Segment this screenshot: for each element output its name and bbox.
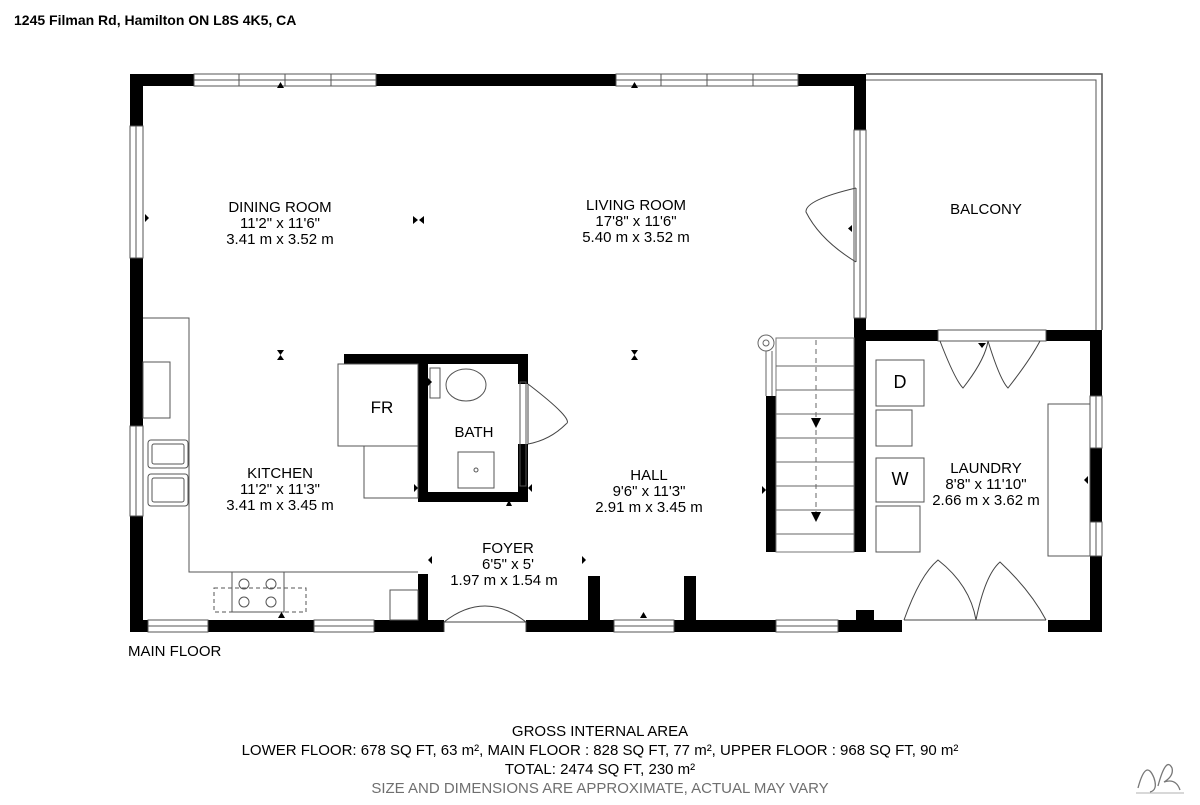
photographer-logo [1136, 763, 1184, 794]
foyer-metric: 1.97 m x 1.54 m [450, 572, 558, 589]
laundry-name: LAUNDRY [950, 460, 1021, 477]
doors [443, 187, 1047, 632]
area-heading: GROSS INTERNAL AREA [511, 723, 689, 740]
laundry-metric: 2.66 m x 3.62 m [932, 492, 1040, 509]
exterior-walls [130, 74, 1102, 632]
living-room-name: LIVING ROOM [586, 197, 686, 214]
dining-room-imperial: 11'2" x 11'6" [240, 215, 320, 232]
kitchen-fixtures [142, 317, 1091, 621]
bath-label: BATH [455, 424, 494, 441]
living-room-metric: 5.40 m x 3.52 m [582, 229, 690, 246]
dryer-label: D [894, 372, 907, 392]
balcony-name: BALCONY [950, 201, 1022, 218]
washer-label: W [892, 469, 909, 489]
property-address: 1245 Filman Rd, Hamilton ON L8S 4K5, CA [14, 12, 297, 28]
hall-name: HALL [630, 467, 668, 484]
kitchen-imperial: 11'2" x 11'3" [240, 481, 320, 498]
kitchen-name: KITCHEN [247, 465, 313, 482]
area-total: TOTAL: 2474 SQ FT, 230 m² [504, 761, 696, 778]
dining-room-metric: 3.41 m x 3.52 m [226, 231, 334, 248]
foyer-imperial: 6'5" x 5' [482, 556, 534, 573]
living-room-imperial: 17'8" x 11'6" [595, 213, 676, 230]
hall-imperial: 9'6" x 11'3" [613, 483, 686, 500]
laundry-imperial: 8'8" x 11'10" [945, 476, 1026, 493]
area-disclaimer: SIZE AND DIMENSIONS ARE APPROXIMATE, ACT… [371, 780, 829, 797]
room-labels: DINING ROOM 11'2" x 11'6" 3.41 m x 3.52 … [226, 197, 1040, 589]
hall-metric: 2.91 m x 3.45 m [595, 499, 703, 516]
windows [129, 73, 1103, 633]
window-markers [145, 82, 1098, 618]
staircase [757, 334, 855, 553]
kitchen-metric: 3.41 m x 3.45 m [226, 497, 334, 514]
floor-name: MAIN FLOOR [128, 643, 222, 660]
foyer-name: FOYER [482, 540, 534, 557]
area-floors: LOWER FLOOR: 678 SQ FT, 63 m², MAIN FLOO… [241, 742, 959, 759]
dining-room-name: DINING ROOM [228, 199, 331, 216]
fr-label: FR [371, 398, 394, 417]
